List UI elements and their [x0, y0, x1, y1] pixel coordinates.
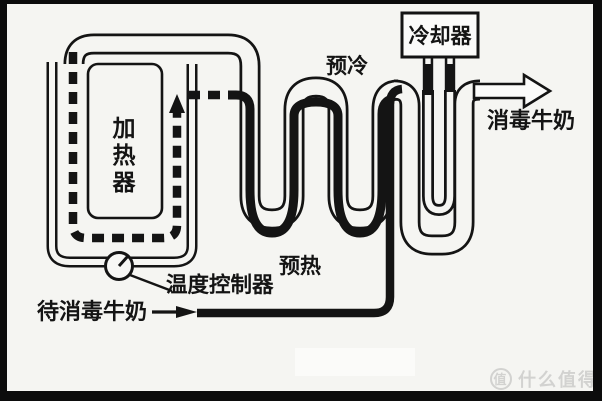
flow-arrowhead-up [169, 94, 185, 113]
outlet-arrow [472, 72, 553, 110]
hot-milk-core-pipe [228, 90, 395, 238]
raw-milk-inlet-pipe [152, 84, 403, 318]
temperature-gauge [104, 251, 173, 293]
raw-milk-label: 待消毒牛奶 [37, 299, 147, 324]
watermark-logo-char: 值 [493, 372, 508, 387]
gauge-callout-line [129, 273, 173, 293]
heater-inner-wall [86, 62, 164, 220]
smzdm-watermark: 值 什么值得买 [490, 368, 602, 390]
coolant-pipe [422, 55, 456, 217]
cooler-box: 冷却器 [400, 11, 480, 59]
watermark-text: 什么值得买 [518, 369, 602, 390]
temp-controller-label: 温度控制器 [166, 272, 274, 297]
cooler-label: 冷却器 [409, 24, 473, 48]
watermark-logo-circle [490, 368, 512, 390]
jacket-pipe-cooler-loop [393, 79, 481, 256]
inlet-arrowhead [176, 306, 197, 318]
heater-label-char-1: 加 [112, 115, 136, 141]
sterilized-milk-label: 消毒牛奶 [487, 108, 575, 133]
heater-label-char-3: 器 [112, 169, 137, 195]
precool-label: 预冷 [326, 54, 368, 78]
heater-label: 加 热 器 [112, 115, 137, 195]
preheat-label: 预热 [279, 254, 321, 278]
scan-smudge [295, 348, 415, 376]
heater-coil-dashed-pipe [68, 52, 226, 243]
heater-label-char-2: 热 [113, 142, 136, 168]
gauge-needle [117, 254, 130, 268]
